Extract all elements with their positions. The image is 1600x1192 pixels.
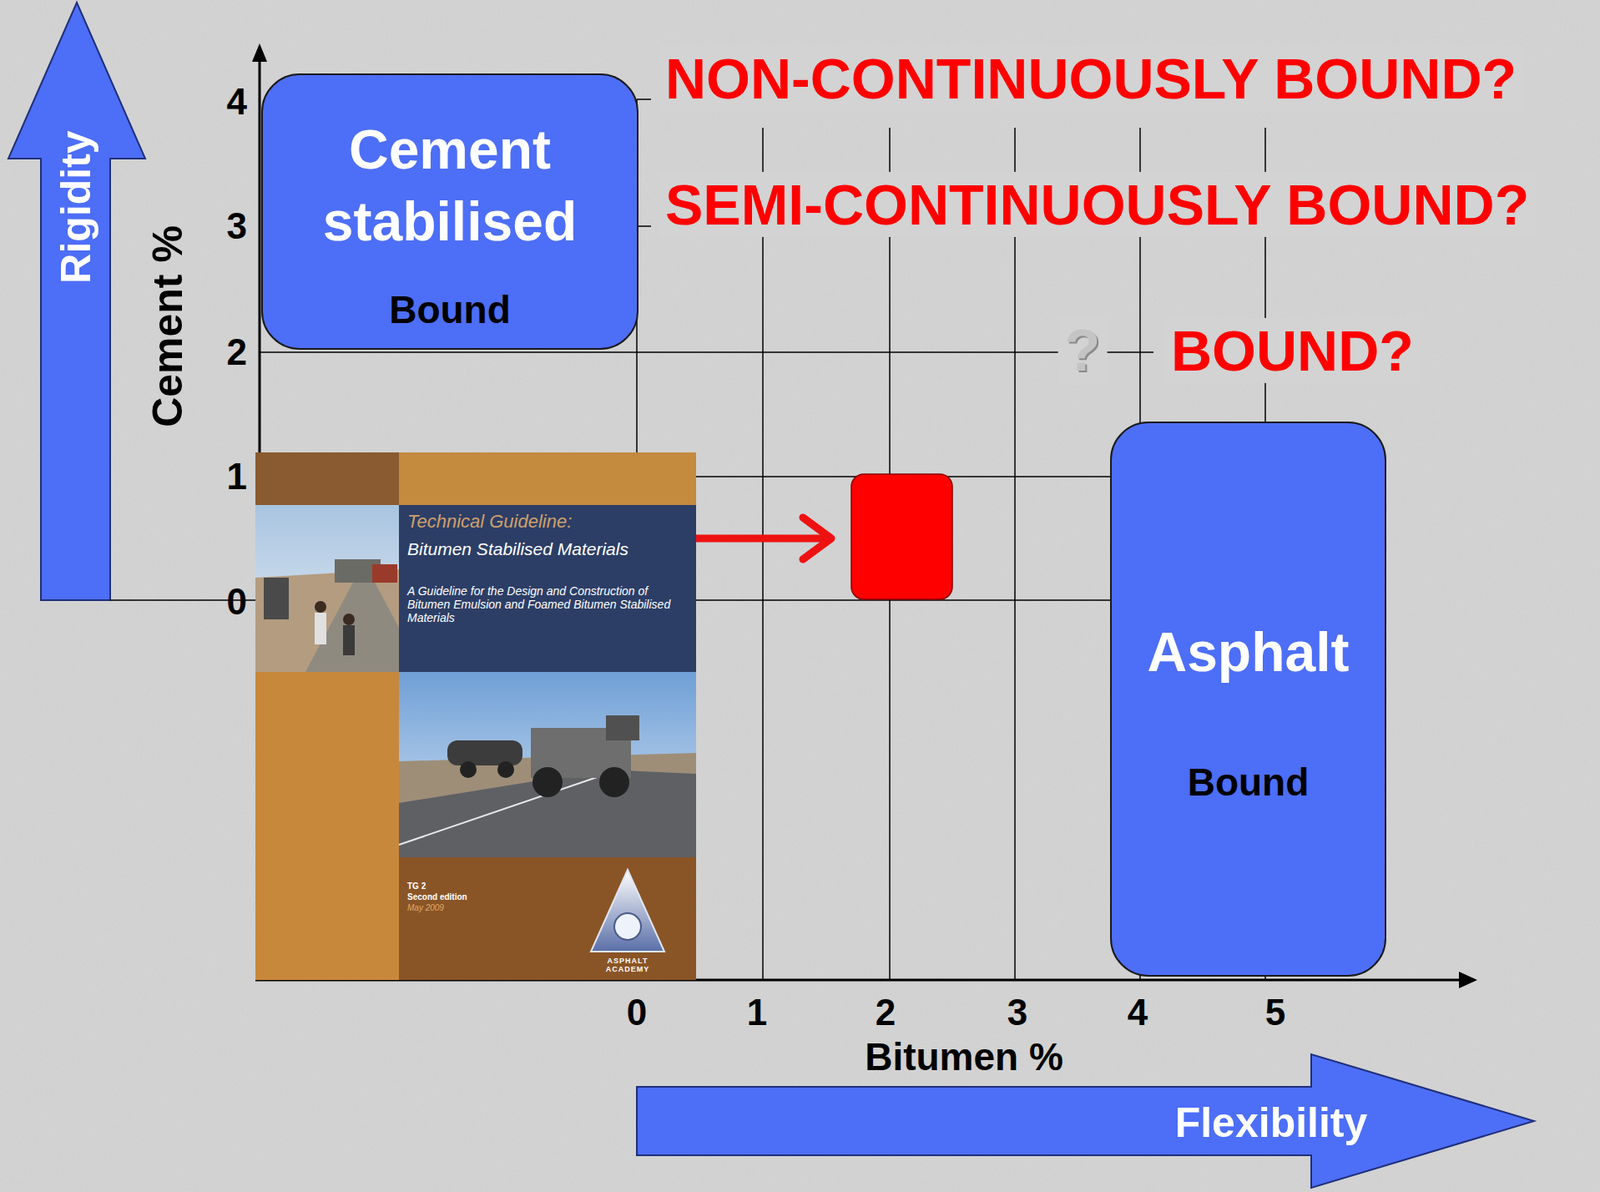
cover-text: Bitumen Stabilised Materials [407, 539, 629, 560]
grid-lines-part [762, 127, 764, 980]
tick-label: 4 [227, 80, 248, 124]
cover-photo-top-part [314, 612, 327, 645]
cover-photo-top-part [305, 577, 399, 672]
arrow-label: Rigidity [52, 130, 101, 283]
cover-text: Second edition [407, 892, 468, 903]
guideline-book-cover-part [398, 857, 697, 980]
question-heading: NON-CONTINUOUSLY BOUND? [658, 45, 1524, 112]
cover-text: May 2009 [407, 903, 445, 914]
tick-label: 0 [626, 991, 647, 1035]
axis-title: Cement % [144, 225, 193, 428]
cover-text: Technical Guideline: [407, 510, 572, 532]
axis-title: Bitumen % [864, 1034, 1064, 1080]
bitumen-stabilised-box [851, 474, 953, 600]
asphalt-box: AsphaltBound [1110, 421, 1387, 977]
cover-photo-bottom-part [459, 761, 477, 778]
rigidity-arrow [8, 2, 146, 601]
flexibility-arrow [636, 1054, 1535, 1188]
academy-logo-part [614, 913, 642, 940]
cover-photo-bottom-part [599, 767, 630, 798]
bitumen-axis-part [1458, 971, 1478, 989]
grid-lines-part [259, 351, 1154, 354]
cover-photo-bottom [398, 671, 697, 858]
question-mark: ? [1058, 317, 1108, 385]
cement-stabilised-box: Cement stabilisedBound [261, 73, 639, 350]
grid-lines-part [636, 98, 652, 101]
cover-photo-top-part [314, 600, 327, 613]
cover-text: TG 2 [407, 881, 426, 892]
guideline-book-cover-part [255, 452, 697, 980]
cover-photo-bottom-part [605, 715, 640, 741]
question-heading: SEMI-CONTINUOUSLY BOUND? [658, 171, 1536, 238]
cover-photo-top-part [255, 504, 399, 672]
cover-photo-bottom-part [532, 767, 563, 798]
guideline-book-cover-part [255, 452, 399, 505]
box-heading: Cement stabilised [312, 113, 588, 258]
tick-label: 5 [1265, 991, 1286, 1035]
academy-logo [590, 869, 665, 952]
pointer-arrow-part [696, 535, 825, 543]
cover-photo-top-part [343, 613, 355, 626]
cover-photo-top-part [343, 625, 355, 656]
cover-photo-top-part [372, 564, 398, 583]
cover-photo-top [255, 504, 399, 672]
grid-lines-part [1014, 127, 1016, 980]
tick-label: 2 [875, 991, 896, 1035]
question-heading: BOUND? [1164, 317, 1421, 384]
tick-label: 4 [1127, 991, 1148, 1035]
arrow-label: Flexibility [1175, 1099, 1368, 1148]
cover-photo-bottom-part [398, 771, 615, 845]
cement-axis-part [252, 43, 268, 62]
box-subtext: Bound [1187, 759, 1310, 806]
academy-logo-part [590, 869, 665, 952]
box-subtext: Bound [388, 287, 511, 334]
cover-photo-top-part [263, 577, 289, 620]
pointer-arrow-part [802, 517, 832, 560]
guideline-book-cover-part [398, 452, 697, 505]
cover-title-band [398, 504, 697, 672]
cover-text: A Guideline for the Design and Construct… [407, 584, 692, 625]
cover-photo-top-part [255, 569, 399, 672]
tick-label: 3 [1007, 991, 1028, 1035]
grid-lines-part [636, 225, 652, 228]
cover-photo-bottom-part [398, 671, 697, 858]
cover-photo-bottom-part [398, 752, 697, 858]
cover-logo-text: ASPHALT ACADEMY [601, 956, 654, 975]
cover-photo-bottom-part [447, 740, 523, 766]
pointer-arrow [696, 517, 832, 560]
box-heading: Asphalt [1146, 615, 1349, 688]
tick-label: 1 [227, 455, 248, 499]
cover-photo-bottom-part [497, 761, 515, 778]
tick-label: 3 [227, 205, 248, 248]
tick-label: 0 [227, 580, 248, 624]
tick-label: 1 [747, 991, 768, 1035]
tick-label: 2 [227, 331, 248, 374]
